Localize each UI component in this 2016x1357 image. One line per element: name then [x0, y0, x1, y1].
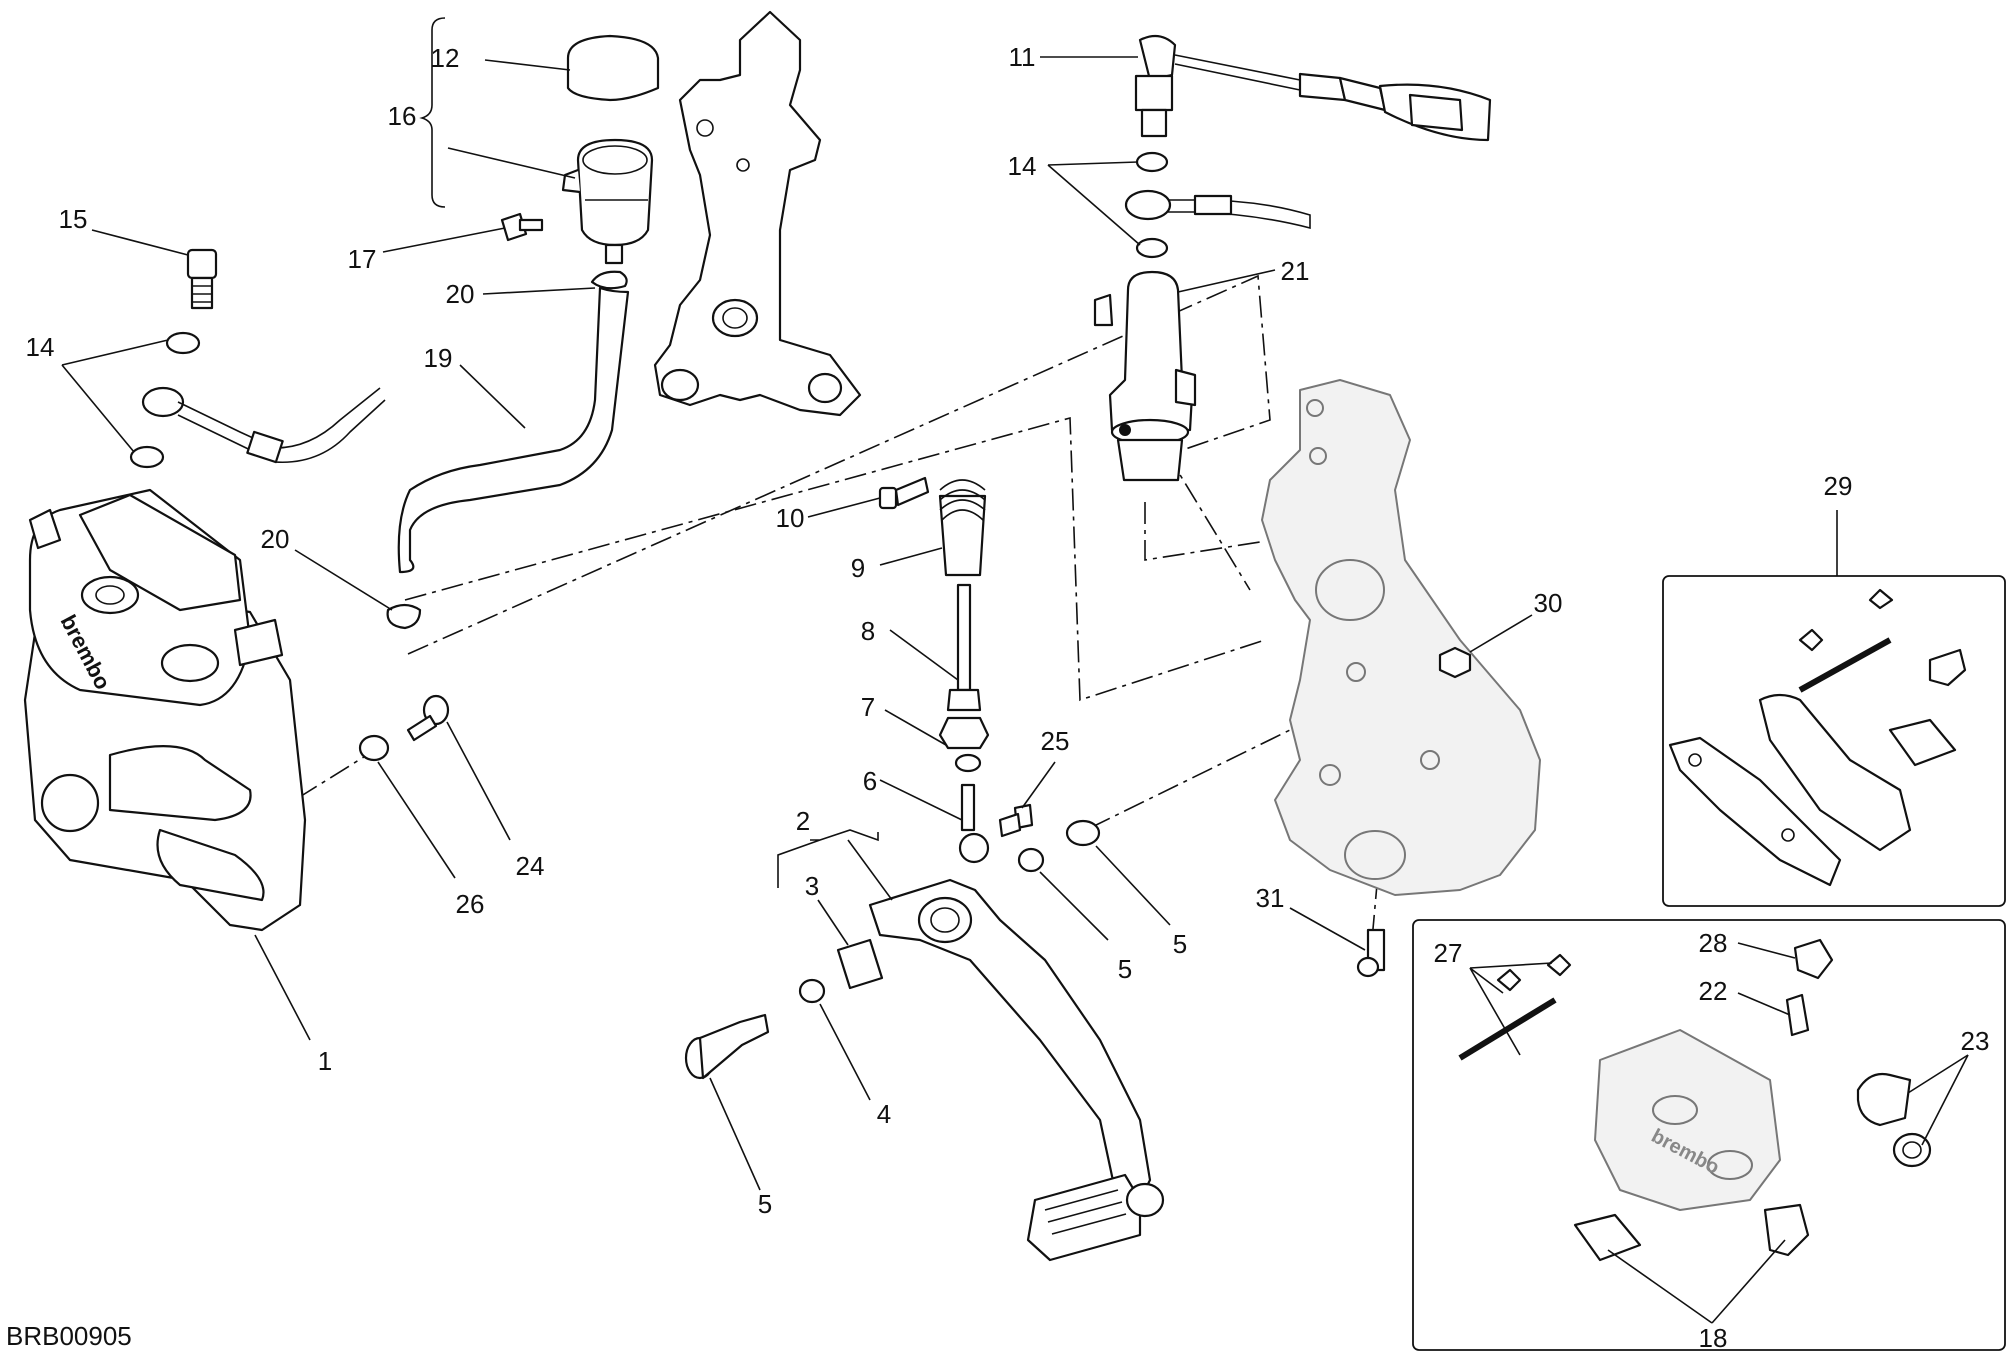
- caliper-kit-box: [1412, 919, 2006, 1351]
- right-footpeg-bracket: [1261, 379, 1541, 896]
- hose-clamp-20b: [386, 603, 422, 630]
- pivot-bolt-4: [684, 1013, 770, 1080]
- callout-19: 19: [424, 343, 453, 373]
- brake-pedal-2: [868, 878, 1165, 1262]
- callout-7: 6: [863, 766, 877, 796]
- reservoir-hose-19: [397, 286, 630, 574]
- brake-pads-kit-box: [1662, 575, 2006, 907]
- washer-14b: [129, 445, 165, 469]
- callout-14-right: 14: [1008, 151, 1037, 181]
- callout-17: 12: [431, 43, 460, 73]
- callout-18: 17: [348, 244, 377, 274]
- callout-11: 10: [776, 503, 805, 533]
- pin-12: [998, 803, 1034, 838]
- nut-8: [938, 716, 990, 750]
- callout-28: 24: [516, 851, 545, 881]
- washer-14a: [165, 331, 201, 355]
- callout-9: 8: [861, 616, 875, 646]
- callout-2: 2: [796, 806, 810, 836]
- washer-14d: [1135, 237, 1169, 259]
- callout-27: 29: [1824, 471, 1853, 501]
- banjo-bolt-15: [186, 248, 218, 310]
- washer-6: [1065, 819, 1101, 847]
- pushrod-9: [946, 583, 982, 712]
- rear-caliper-assembly: brembo: [23, 488, 307, 932]
- callout-23: 28: [1699, 928, 1728, 958]
- rear-master-cylinder-21: [1093, 270, 1197, 482]
- master-cylinder-bracket: [653, 10, 862, 417]
- brake-light-switch-13: [1134, 34, 1492, 142]
- callout-26: 18: [1699, 1323, 1728, 1353]
- diagram-code: BRB00905: [6, 1321, 132, 1351]
- screw-28: [406, 694, 450, 742]
- clevis-7: [958, 783, 990, 864]
- nut-30: [1438, 646, 1472, 679]
- washer-29: [358, 734, 390, 762]
- callout-8: 7: [861, 692, 875, 722]
- callout-5a: 5: [1118, 954, 1132, 984]
- bolt-31: [1356, 928, 1386, 978]
- screw-18: [500, 212, 544, 242]
- washer-8b: [954, 753, 982, 773]
- callout-5b: 4: [877, 1099, 891, 1129]
- screw-11: [878, 476, 930, 510]
- brake-pads-27: [1668, 588, 1967, 887]
- callout-15: 15: [59, 204, 88, 234]
- reservoir-16: [561, 138, 654, 265]
- spring-10: [938, 479, 987, 577]
- callout-14-left: 14: [26, 332, 55, 362]
- washer-5a: [1017, 847, 1045, 873]
- reservoir-cap-17: [566, 34, 660, 102]
- banjo-fitting-right: [1124, 189, 1311, 230]
- callout-10: 9: [851, 553, 865, 583]
- callout-29: 26: [456, 889, 485, 919]
- callout-16: 16: [388, 101, 417, 131]
- callout-30: 30: [1534, 588, 1563, 618]
- callout-12: 25: [1041, 726, 1070, 756]
- callout-13: 11: [1009, 42, 1036, 72]
- callout-24: 27: [1434, 938, 1463, 968]
- leader-lines: [61, 17, 1969, 1324]
- caliper-kit-parts: brembo: [1458, 938, 1932, 1262]
- callout-3: 3: [805, 871, 819, 901]
- callout-21: 21: [1281, 256, 1310, 286]
- bushing-3: [836, 938, 884, 990]
- callout-labels: 12 16 17 20 19 20 15 14 1 24 26 11 14 21…: [6, 42, 1989, 1353]
- washer-5b: [798, 978, 826, 1004]
- callout-4: 5: [758, 1189, 772, 1219]
- callout-20a: 20: [446, 279, 475, 309]
- callout-22: 22: [1699, 976, 1728, 1006]
- washer-14c: [1135, 151, 1169, 173]
- callout-1: 1: [318, 1046, 332, 1076]
- callout-20b: 20: [261, 524, 290, 554]
- rear-brake-hose: [141, 386, 386, 464]
- callout-6: 5: [1173, 929, 1187, 959]
- callout-31: 31: [1256, 883, 1285, 913]
- callout-25: 23: [1961, 1026, 1990, 1056]
- hose-clamp-20a: [590, 270, 628, 290]
